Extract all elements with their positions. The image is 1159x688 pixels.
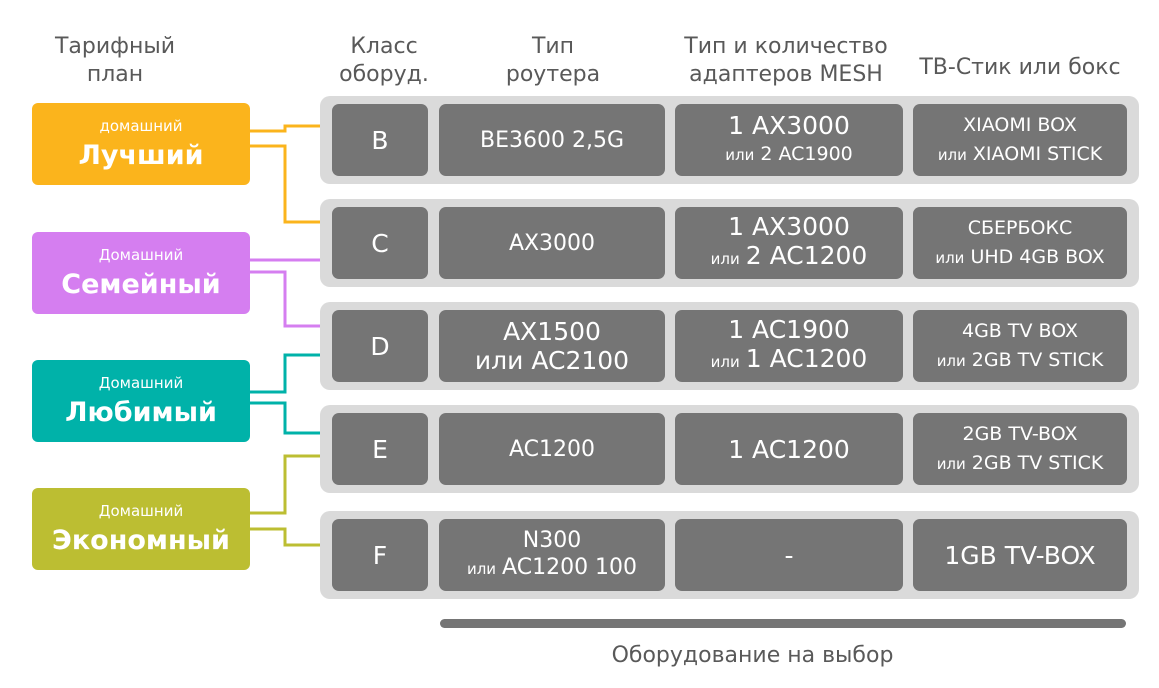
tv-cell: 1GB TV-BOX <box>913 519 1127 591</box>
class-label: E <box>372 434 388 464</box>
mesh-line1: - <box>784 540 794 570</box>
class-cell: B <box>332 104 428 176</box>
plan-semeyniy: Домашний Семейный <box>32 232 250 314</box>
plan-lyubimiy: Домашний Любимый <box>32 360 250 442</box>
plan-name: Семейный <box>61 269 221 300</box>
mesh-line1: 1 AC1200 <box>728 434 850 464</box>
router-line2: AC1200 100 <box>502 555 638 580</box>
mesh-cell: 1 AC1200 <box>675 413 903 485</box>
mesh-line2: 2 AC1200 <box>745 241 868 270</box>
equipment-choice-bar <box>440 619 1126 628</box>
or-label: или <box>725 145 755 164</box>
mesh-cell: 1 AX3000 или 2 AC1200 <box>675 207 903 279</box>
or-label: или <box>710 353 740 371</box>
router-cell: N300 или AC1200 100 <box>439 519 665 591</box>
router-line2: или AC2100 <box>474 346 630 375</box>
router-label: AX3000 <box>508 230 596 256</box>
plan-prefix: Домашний <box>98 502 184 520</box>
tv-line1: СБЕРБОКС <box>967 216 1073 239</box>
or-label: или <box>937 145 967 164</box>
or-label: или <box>936 351 966 370</box>
tv-line2: XIAOMI STICK <box>972 142 1103 165</box>
plan-ekonomniy: Домашний Экономный <box>32 488 250 570</box>
class-cell: F <box>332 519 428 591</box>
mesh-line1: 1 AX3000 <box>728 212 850 241</box>
tv-line1: 4GB TV BOX <box>962 319 1078 342</box>
or-label: или <box>936 454 966 473</box>
plan-prefix: Домашний <box>98 374 184 392</box>
router-cell: AC1200 <box>439 413 665 485</box>
plan-name: Любимый <box>65 397 217 428</box>
tv-line1: 2GB TV-BOX <box>962 422 1078 445</box>
equipment-row-b: B BE3600 2,5G 1 AX3000 или 2 AC1900 XIAOM… <box>320 96 1139 184</box>
router-label: BE3600 2,5G <box>479 127 624 153</box>
equipment-row-f: F N300 или AC1200 100 - 1GB TV-BOX <box>320 511 1139 599</box>
tv-cell: 2GB TV-BOX или 2GB TV STICK <box>913 413 1127 485</box>
header-mesh: Тип и количество адаптеров MESH <box>684 34 888 87</box>
tv-cell: 4GB TV BOX или 2GB TV STICK <box>913 310 1127 382</box>
tv-line2: 2GB TV STICK <box>971 348 1104 371</box>
mesh-line1: 1 AC1900 <box>728 315 850 344</box>
or-label: или <box>710 250 740 268</box>
class-cell: C <box>332 207 428 279</box>
plan-luchshiy: домашний Лучший <box>32 103 250 185</box>
mesh-cell: - <box>675 519 903 591</box>
plan-name: Лучший <box>78 140 204 171</box>
class-label: F <box>372 540 388 570</box>
equipment-choice-caption: Оборудование на выбор <box>611 643 894 668</box>
tv-cell: СБЕРБОКС или UHD 4GB BOX <box>913 207 1127 279</box>
plan-prefix: Домашний <box>98 246 184 264</box>
class-cell: D <box>332 310 428 382</box>
tv-line1: XIAOMI BOX <box>963 113 1077 136</box>
header-router-type: Тип роутера <box>505 34 601 87</box>
router-label: AC1200 <box>508 436 595 462</box>
header-plan: Тарифный план <box>54 34 176 87</box>
mesh-cell: 1 AC1900 или 1 AC1200 <box>675 310 903 382</box>
class-label: B <box>371 125 389 155</box>
equipment-row-d: D AX1500 или AC2100 1 AC1900 или 1 AC1200… <box>320 302 1139 390</box>
class-cell: E <box>332 413 428 485</box>
router-cell: AX1500 или AC2100 <box>439 310 665 382</box>
router-line1: N300 <box>522 528 582 553</box>
plan-name: Экономный <box>52 525 230 556</box>
tv-cell: XIAOMI BOX или XIAOMI STICK <box>913 104 1127 176</box>
or-label: или <box>466 560 497 578</box>
mesh-line2: 2 AC1900 <box>760 142 853 165</box>
mesh-cell: 1 AX3000 или 2 AC1900 <box>675 104 903 176</box>
router-line1: AX1500 <box>503 317 601 346</box>
or-label: или <box>935 248 965 267</box>
router-cell: BE3600 2,5G <box>439 104 665 176</box>
plan-prefix: домашний <box>99 117 183 135</box>
mesh-line2: 1 AC1200 <box>745 344 868 373</box>
mesh-line1: 1 AX3000 <box>728 110 850 140</box>
equipment-row-c: C AX3000 1 AX3000 или 2 AC1200 СБЕРБОКС и… <box>320 199 1139 287</box>
tv-line2: 2GB TV STICK <box>971 451 1104 474</box>
class-label: D <box>370 331 390 361</box>
tv-line2: UHD 4GB BOX <box>970 245 1105 268</box>
class-label: C <box>371 228 389 258</box>
header-tv: ТВ-Стик или бокс <box>919 55 1121 80</box>
equipment-row-e: E AC1200 1 AC1200 2GB TV-BOX или 2GB TV S… <box>320 405 1139 493</box>
header-equipment-class: Класс оборуд. <box>339 34 429 87</box>
router-cell: AX3000 <box>439 207 665 279</box>
tv-line1: 1GB TV-BOX <box>944 540 1096 570</box>
